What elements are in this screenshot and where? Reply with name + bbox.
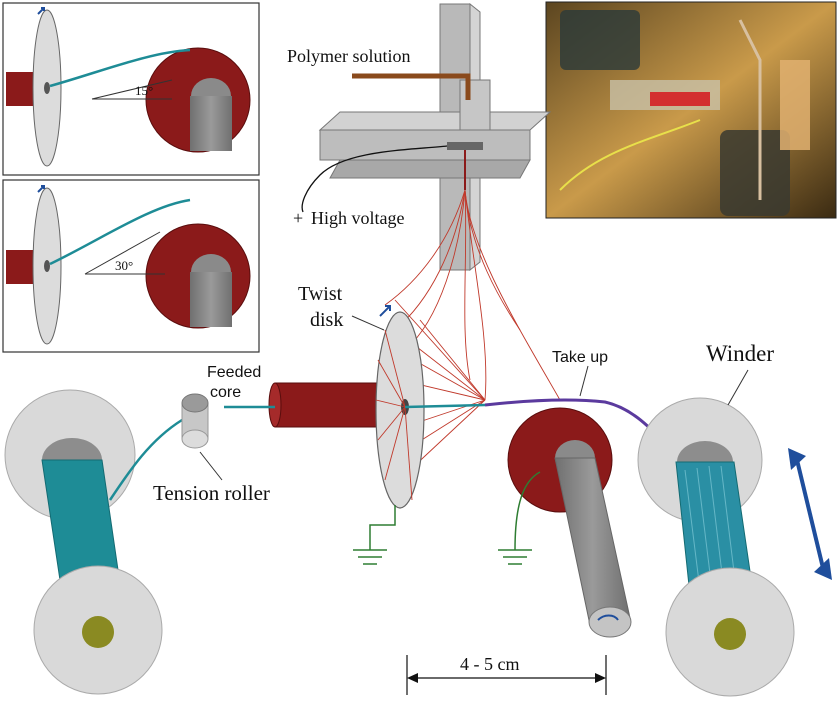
inset1-angle-label: 15° bbox=[135, 83, 153, 98]
inset-twist-angle-15: 15° bbox=[2, 2, 260, 176]
spinneret-assembly bbox=[318, 2, 552, 272]
tension-roller bbox=[181, 393, 209, 449]
electrospun-fibers bbox=[384, 189, 561, 471]
inset2-yarn bbox=[49, 198, 191, 266]
twist-disk-rotation-arrow-icon bbox=[379, 305, 391, 317]
inset1-rotation-arrow-icon bbox=[37, 7, 45, 15]
tension-roller-label: Tension roller bbox=[153, 481, 270, 505]
feeded-core-label-line2: core bbox=[210, 384, 241, 401]
twist-disk bbox=[375, 311, 425, 509]
take-up-rotation-arrow-icon bbox=[597, 614, 619, 621]
core-yarn-from-spool bbox=[108, 418, 183, 501]
twist-disk-label-line2: disk bbox=[310, 309, 343, 331]
polymer-solution-tube bbox=[352, 73, 471, 100]
feeded-core-label-line1: Feeded bbox=[207, 364, 261, 381]
ground-symbol-take-up bbox=[498, 471, 541, 565]
high-voltage-wire bbox=[301, 145, 448, 213]
core-feed-shaft bbox=[268, 382, 386, 428]
apparatus-photo bbox=[545, 1, 837, 219]
high-voltage-sign: + bbox=[293, 208, 303, 228]
inset2-rotation-arrow-icon bbox=[37, 185, 45, 193]
supply-spool bbox=[4, 389, 163, 695]
ground-symbol-twist-disk bbox=[353, 505, 396, 565]
needle-holder bbox=[447, 142, 483, 150]
inset2-angle-label: 30° bbox=[115, 258, 133, 273]
distance-label: 4 - 5 cm bbox=[460, 654, 519, 674]
twist-disk-label-line1: Twist bbox=[298, 283, 343, 305]
core-yarn-twist bbox=[404, 403, 486, 409]
polymer-solution-label: Polymer solution bbox=[287, 46, 411, 66]
take-up-roller bbox=[507, 407, 632, 638]
high-voltage-label: High voltage bbox=[311, 208, 404, 228]
winder-traverse-arrow-icon bbox=[788, 448, 832, 580]
inset1-yarn bbox=[49, 48, 191, 88]
inset-twist-angle-30: 30° bbox=[2, 179, 260, 353]
take-up-label: Take up bbox=[552, 349, 608, 366]
distance-dimension bbox=[406, 655, 607, 695]
winder bbox=[637, 397, 795, 697]
winder-label: Winder bbox=[706, 341, 774, 366]
